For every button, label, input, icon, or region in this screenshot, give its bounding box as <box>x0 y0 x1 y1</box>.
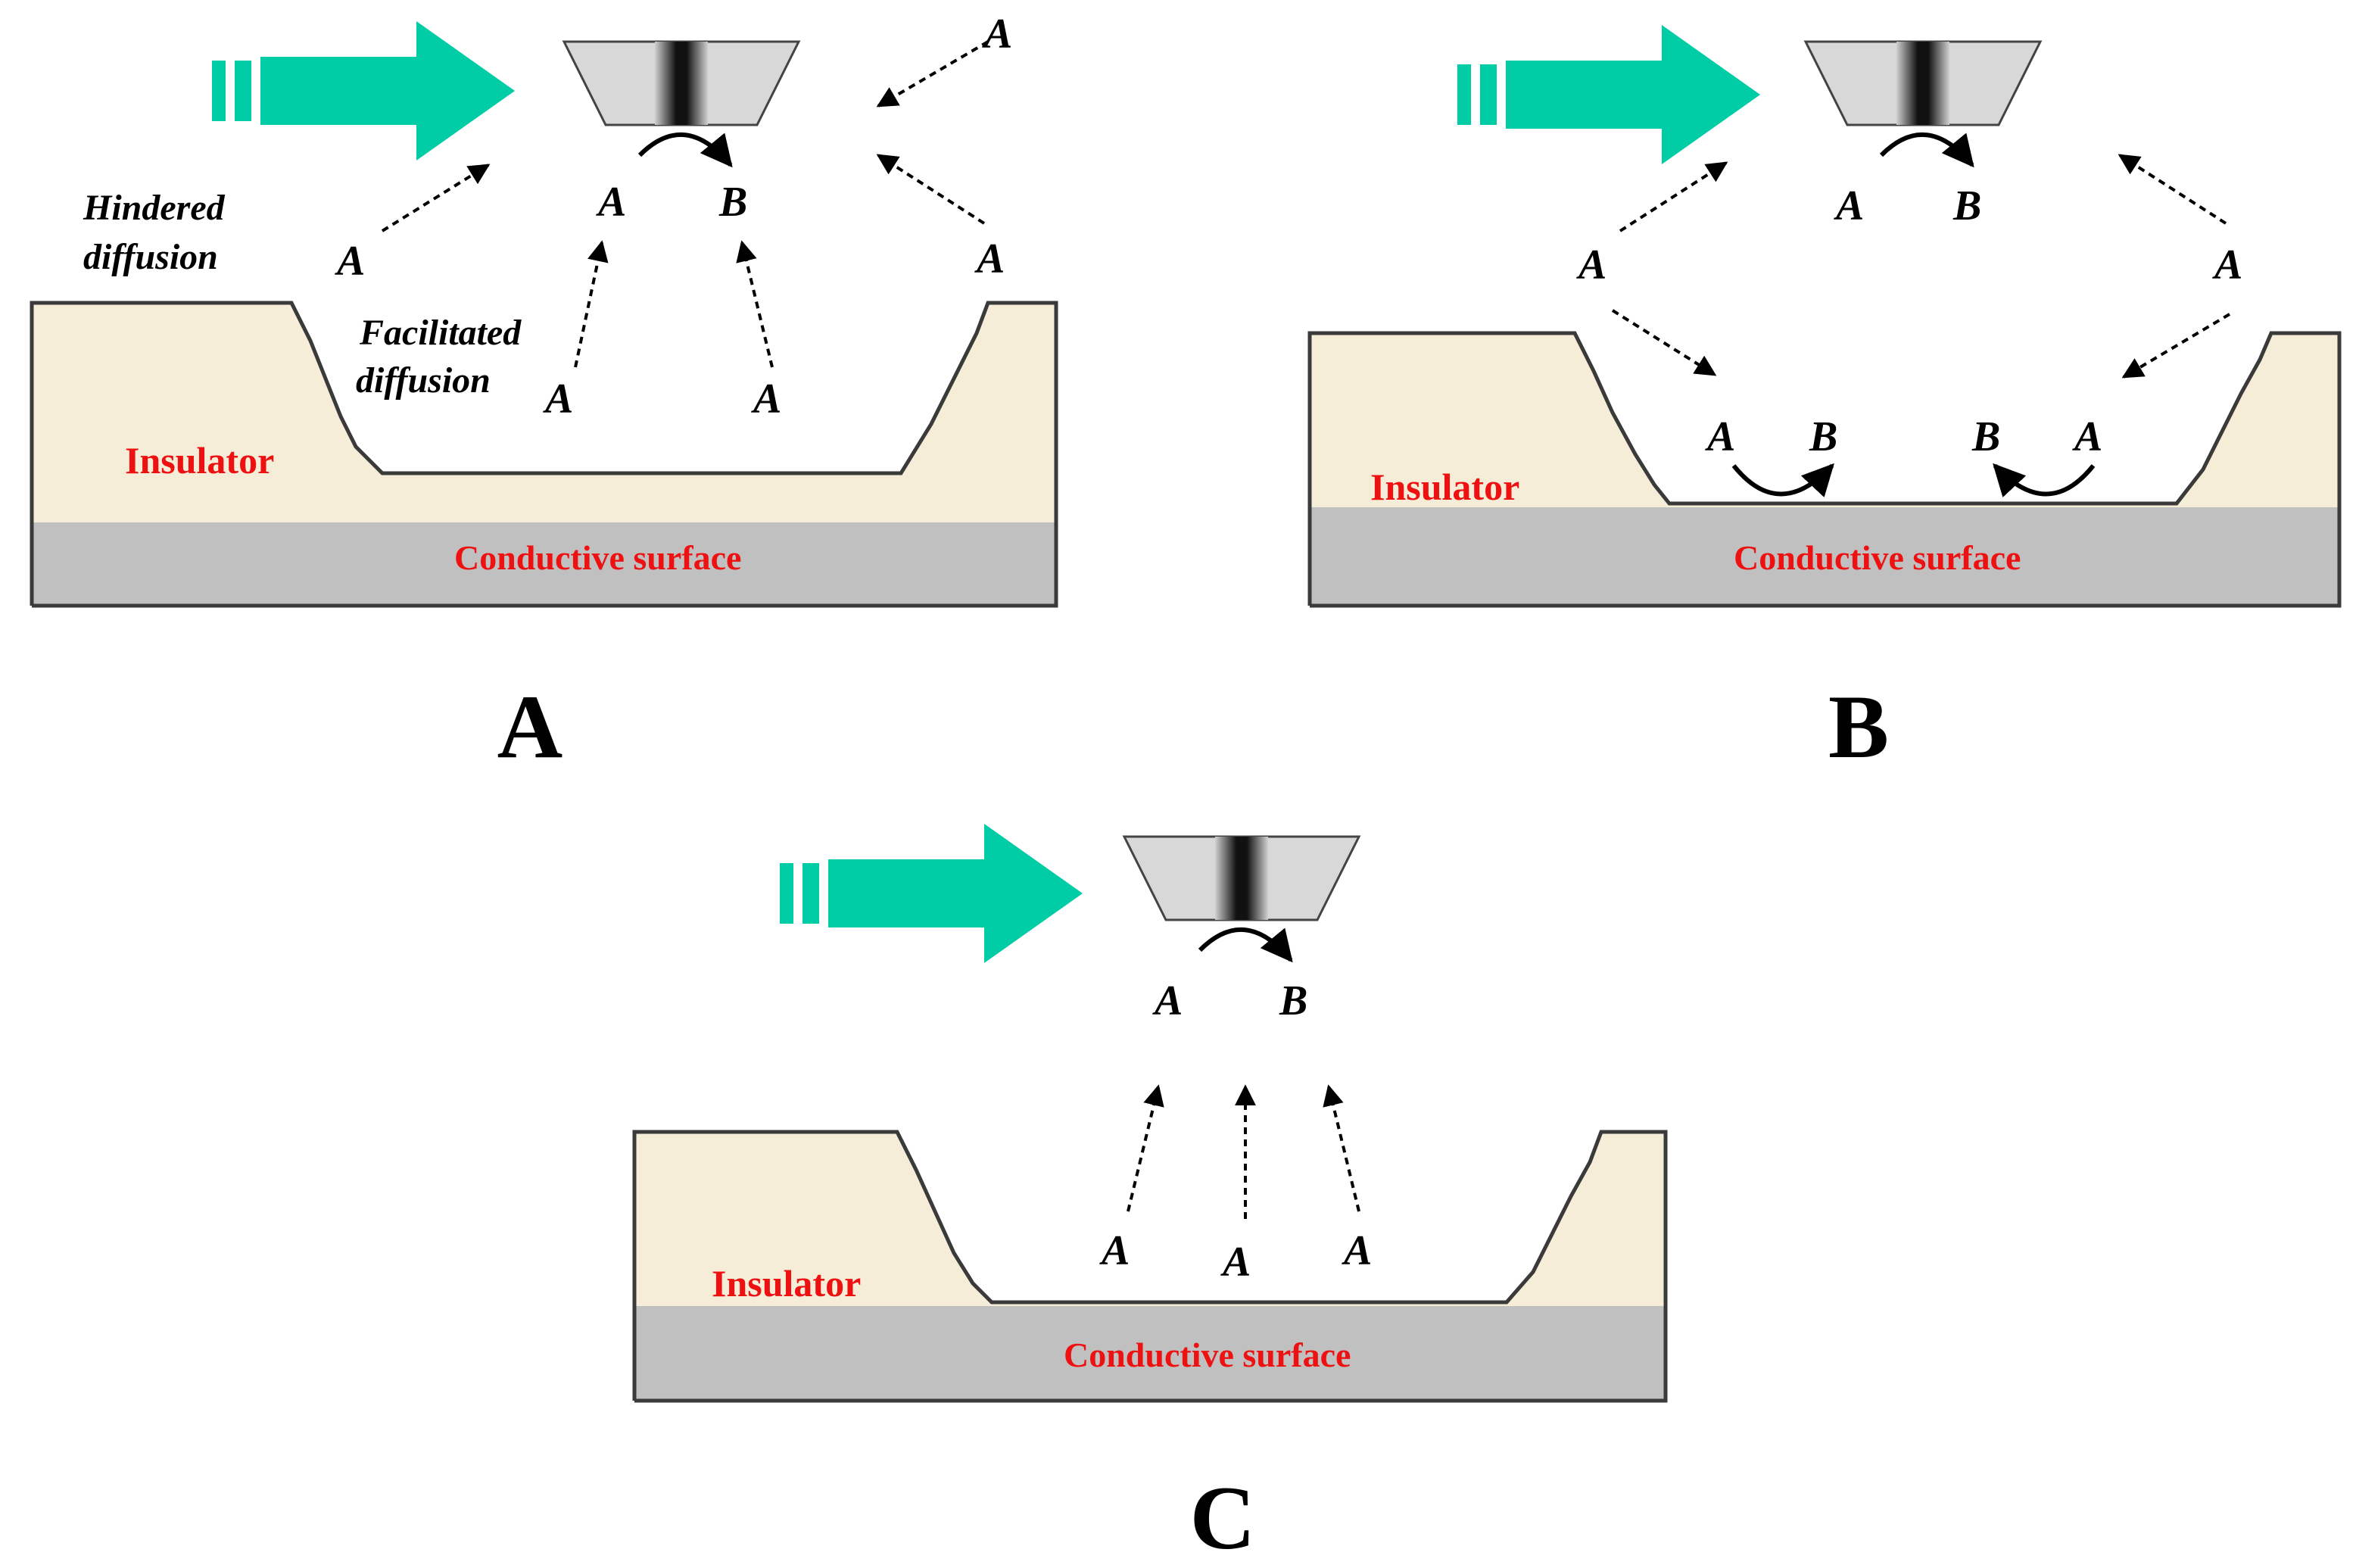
conductive-surface <box>32 522 1056 606</box>
probe-tip-icon <box>1804 40 2042 126</box>
flow-arrow-icon <box>212 21 515 161</box>
diffusion-arrows <box>381 40 989 368</box>
panel-label: A <box>497 676 563 777</box>
tip-reactant: A <box>596 179 626 226</box>
flow-arrow-icon <box>780 824 1083 963</box>
species-a: A <box>1099 1227 1130 1274</box>
tip-product: B <box>1279 977 1307 1024</box>
hindered-label-line2: diffusion <box>83 237 218 277</box>
surface-reaction-arrows <box>1731 463 2096 497</box>
hindered-label-line1: Hindered <box>83 188 226 228</box>
insulator-label: Insulator <box>125 439 274 482</box>
probe-tip-icon <box>1123 835 1360 921</box>
species-a: A <box>982 11 1012 58</box>
surface-reactant: A <box>1705 413 1735 460</box>
tip-reaction-arrow <box>1198 927 1293 963</box>
species-a: A <box>1576 242 1607 288</box>
species-a: A <box>974 235 1005 282</box>
tip-reactant: A <box>1834 182 1864 229</box>
species-a: A <box>335 238 365 285</box>
species-a: A <box>2212 242 2242 288</box>
facilitated-label-line2: diffusion <box>356 360 491 401</box>
species-a: A <box>543 376 573 422</box>
insulator-body <box>32 303 1056 522</box>
species-a: A <box>1342 1227 1372 1274</box>
surface-product: B <box>1971 413 2000 460</box>
substrate-outline <box>632 1130 1668 1403</box>
substrate-outline <box>30 301 1058 608</box>
tip-product: B <box>718 179 747 226</box>
conductive-surface <box>634 1306 1666 1401</box>
panel-label: B <box>1828 676 1889 777</box>
species-a: A <box>1220 1239 1251 1286</box>
facilitated-label-line1: Facilitated <box>359 313 522 353</box>
tip-product: B <box>1952 182 1981 229</box>
insulator-label: Insulator <box>1370 466 1519 508</box>
surface-label: Conductive surface <box>1734 538 2021 577</box>
surface-label: Conductive surface <box>454 538 741 577</box>
panel-a: A B Insulator Conductive surface Hindere… <box>30 11 1058 777</box>
surface-reactant: A <box>2072 413 2102 460</box>
tip-reactant: A <box>1152 977 1183 1024</box>
diffusion-arrows <box>1127 1084 1360 1219</box>
probe-tip-icon <box>563 40 800 126</box>
tip-reaction-arrow <box>637 132 733 168</box>
tip-reaction-arrow <box>1879 132 1974 168</box>
species-a: A <box>751 376 781 422</box>
diffusion-arrows <box>1611 154 2231 379</box>
surface-label: Conductive surface <box>1064 1336 1351 1374</box>
surface-product: B <box>1809 413 1837 460</box>
conductive-surface <box>1310 507 2339 606</box>
insulator-body <box>1310 333 2339 507</box>
panel-c: A B Insulator Conductive surface A A A C <box>632 824 1668 1568</box>
insulator-body <box>634 1132 1666 1306</box>
flow-arrow-icon <box>1457 25 1760 164</box>
panel-label: C <box>1190 1467 1256 1568</box>
insulator-label: Insulator <box>712 1262 861 1305</box>
panel-b: A B Insulator Conductive surface A A A B… <box>1307 25 2342 777</box>
substrate-outline <box>1307 331 2342 608</box>
